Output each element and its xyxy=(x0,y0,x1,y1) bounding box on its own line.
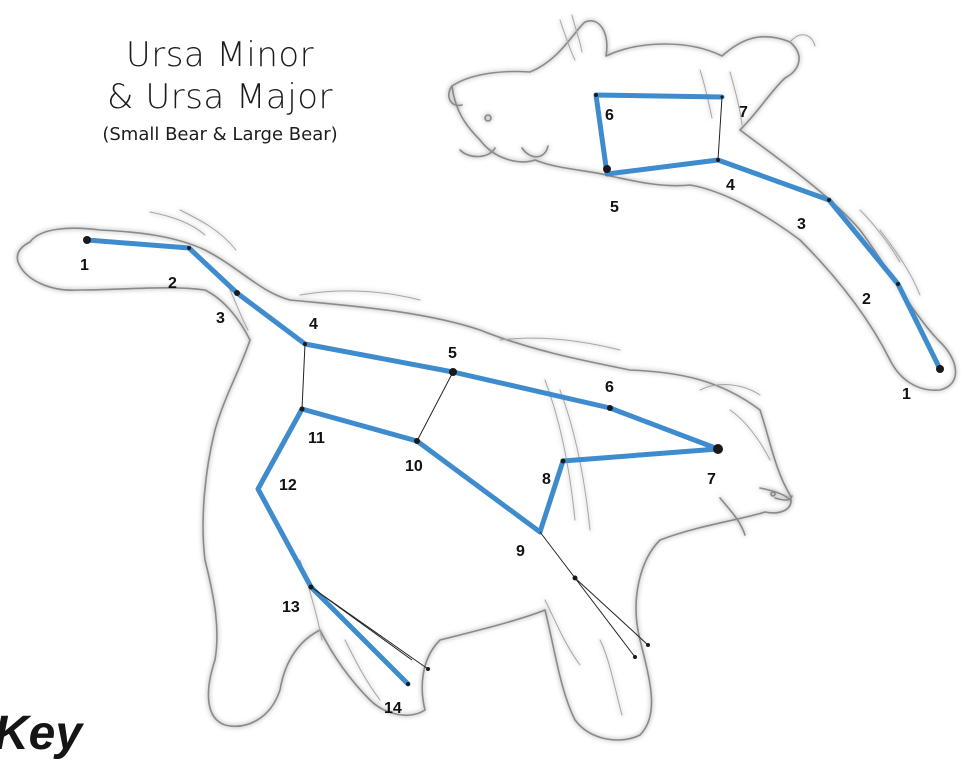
star xyxy=(827,198,831,202)
title-line-2: & Ursa Major xyxy=(107,77,333,117)
ursa-major-label-8: 8 xyxy=(542,471,551,488)
ursa-minor-label-1: 1 xyxy=(902,386,911,403)
small-bear-illustration xyxy=(448,14,957,391)
star xyxy=(603,165,611,173)
star xyxy=(426,667,430,671)
star xyxy=(720,95,724,99)
star xyxy=(633,655,637,659)
ursa-major-stars xyxy=(83,236,723,686)
ursa-minor-label-3: 3 xyxy=(797,216,806,233)
ursa-minor-label-5: 5 xyxy=(610,199,619,216)
ursa-major-label-11: 11 xyxy=(308,430,325,447)
ursa-major-label-3: 3 xyxy=(216,310,225,327)
star xyxy=(646,643,650,647)
ursa-minor-labels: 1 2 3 4 5 6 7 xyxy=(605,104,911,403)
star xyxy=(406,682,410,686)
star xyxy=(234,290,240,296)
ursa-minor-lines xyxy=(593,92,943,372)
ursa-major-label-2: 2 xyxy=(168,275,177,292)
star xyxy=(713,444,723,454)
ursa-major-label-14: 14 xyxy=(384,700,402,717)
diagram-title: Ursa Minor & Ursa Major (Small Bear & La… xyxy=(70,34,370,145)
ursa-major-label-4: 4 xyxy=(309,316,318,333)
star xyxy=(572,575,578,581)
ursa-major-label-10: 10 xyxy=(405,458,423,475)
ursa-major-label-1: 1 xyxy=(80,257,89,274)
ursa-major-labels: 1 2 3 4 5 6 7 8 9 10 11 12 13 14 xyxy=(80,257,716,717)
title-line-1: Ursa Minor xyxy=(125,35,315,75)
ursa-major-label-5: 5 xyxy=(448,345,457,362)
ursa-minor-label-2: 2 xyxy=(862,291,871,308)
ursa-major-label-7: 7 xyxy=(707,471,716,488)
star xyxy=(936,365,944,373)
ursa-minor-label-7: 7 xyxy=(739,104,748,121)
star xyxy=(299,406,305,412)
ursa-minor-label-4: 4 xyxy=(726,177,735,194)
ursa-major-label-9: 9 xyxy=(516,543,525,560)
star xyxy=(83,236,91,244)
ursa-minor-label-6: 6 xyxy=(605,107,614,124)
star xyxy=(896,282,900,286)
ursa-major-label-12: 12 xyxy=(279,477,297,494)
ursa-major-label-6: 6 xyxy=(605,379,614,396)
ursa-major-label-13: 13 xyxy=(282,599,300,616)
star xyxy=(303,342,307,346)
star xyxy=(560,458,566,464)
star xyxy=(607,405,613,411)
large-bear-illustration xyxy=(16,209,793,741)
star xyxy=(308,584,314,590)
star xyxy=(414,438,420,444)
key-heading: Key xyxy=(0,707,83,760)
title-subtitle: (Small Bear & Large Bear) xyxy=(102,124,338,145)
star xyxy=(594,93,598,97)
ursa-major-lines xyxy=(84,237,721,687)
star xyxy=(187,246,191,250)
star xyxy=(449,368,457,376)
star xyxy=(716,158,720,162)
ursa-minor-stars xyxy=(594,93,944,373)
